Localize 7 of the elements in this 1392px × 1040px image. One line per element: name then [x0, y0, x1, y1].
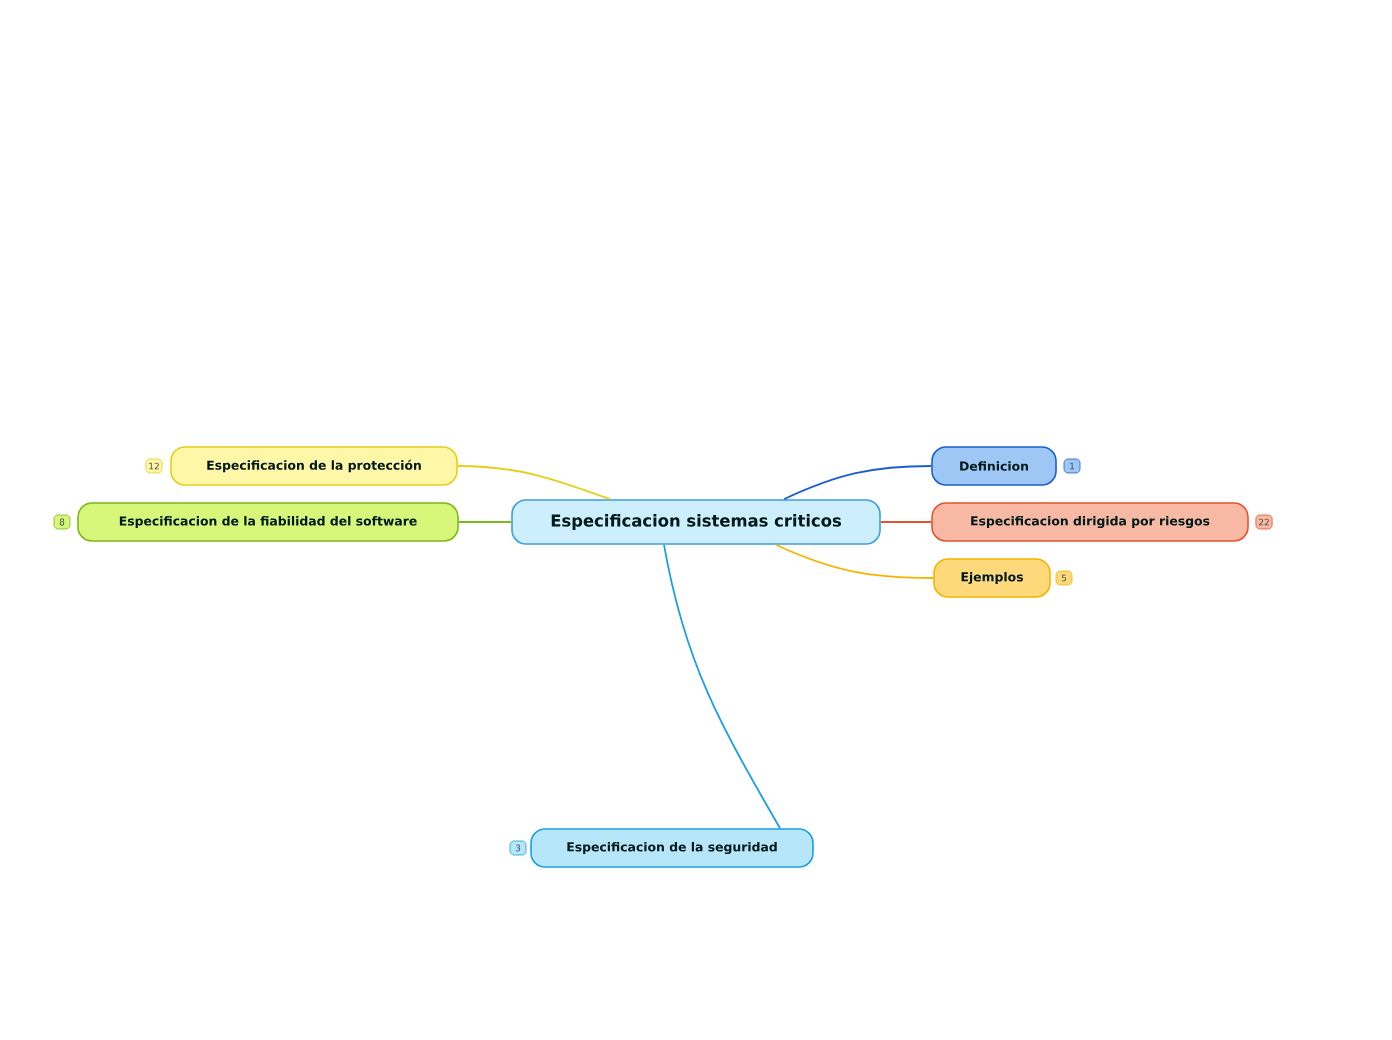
- connector: [783, 465, 933, 501]
- connector: [663, 543, 781, 830]
- connector: [456, 465, 611, 501]
- connector: [879, 521, 933, 523]
- connector: [457, 521, 513, 523]
- connector: [775, 543, 935, 579]
- topic-box: Especificacion sistemas criticos: [511, 499, 881, 545]
